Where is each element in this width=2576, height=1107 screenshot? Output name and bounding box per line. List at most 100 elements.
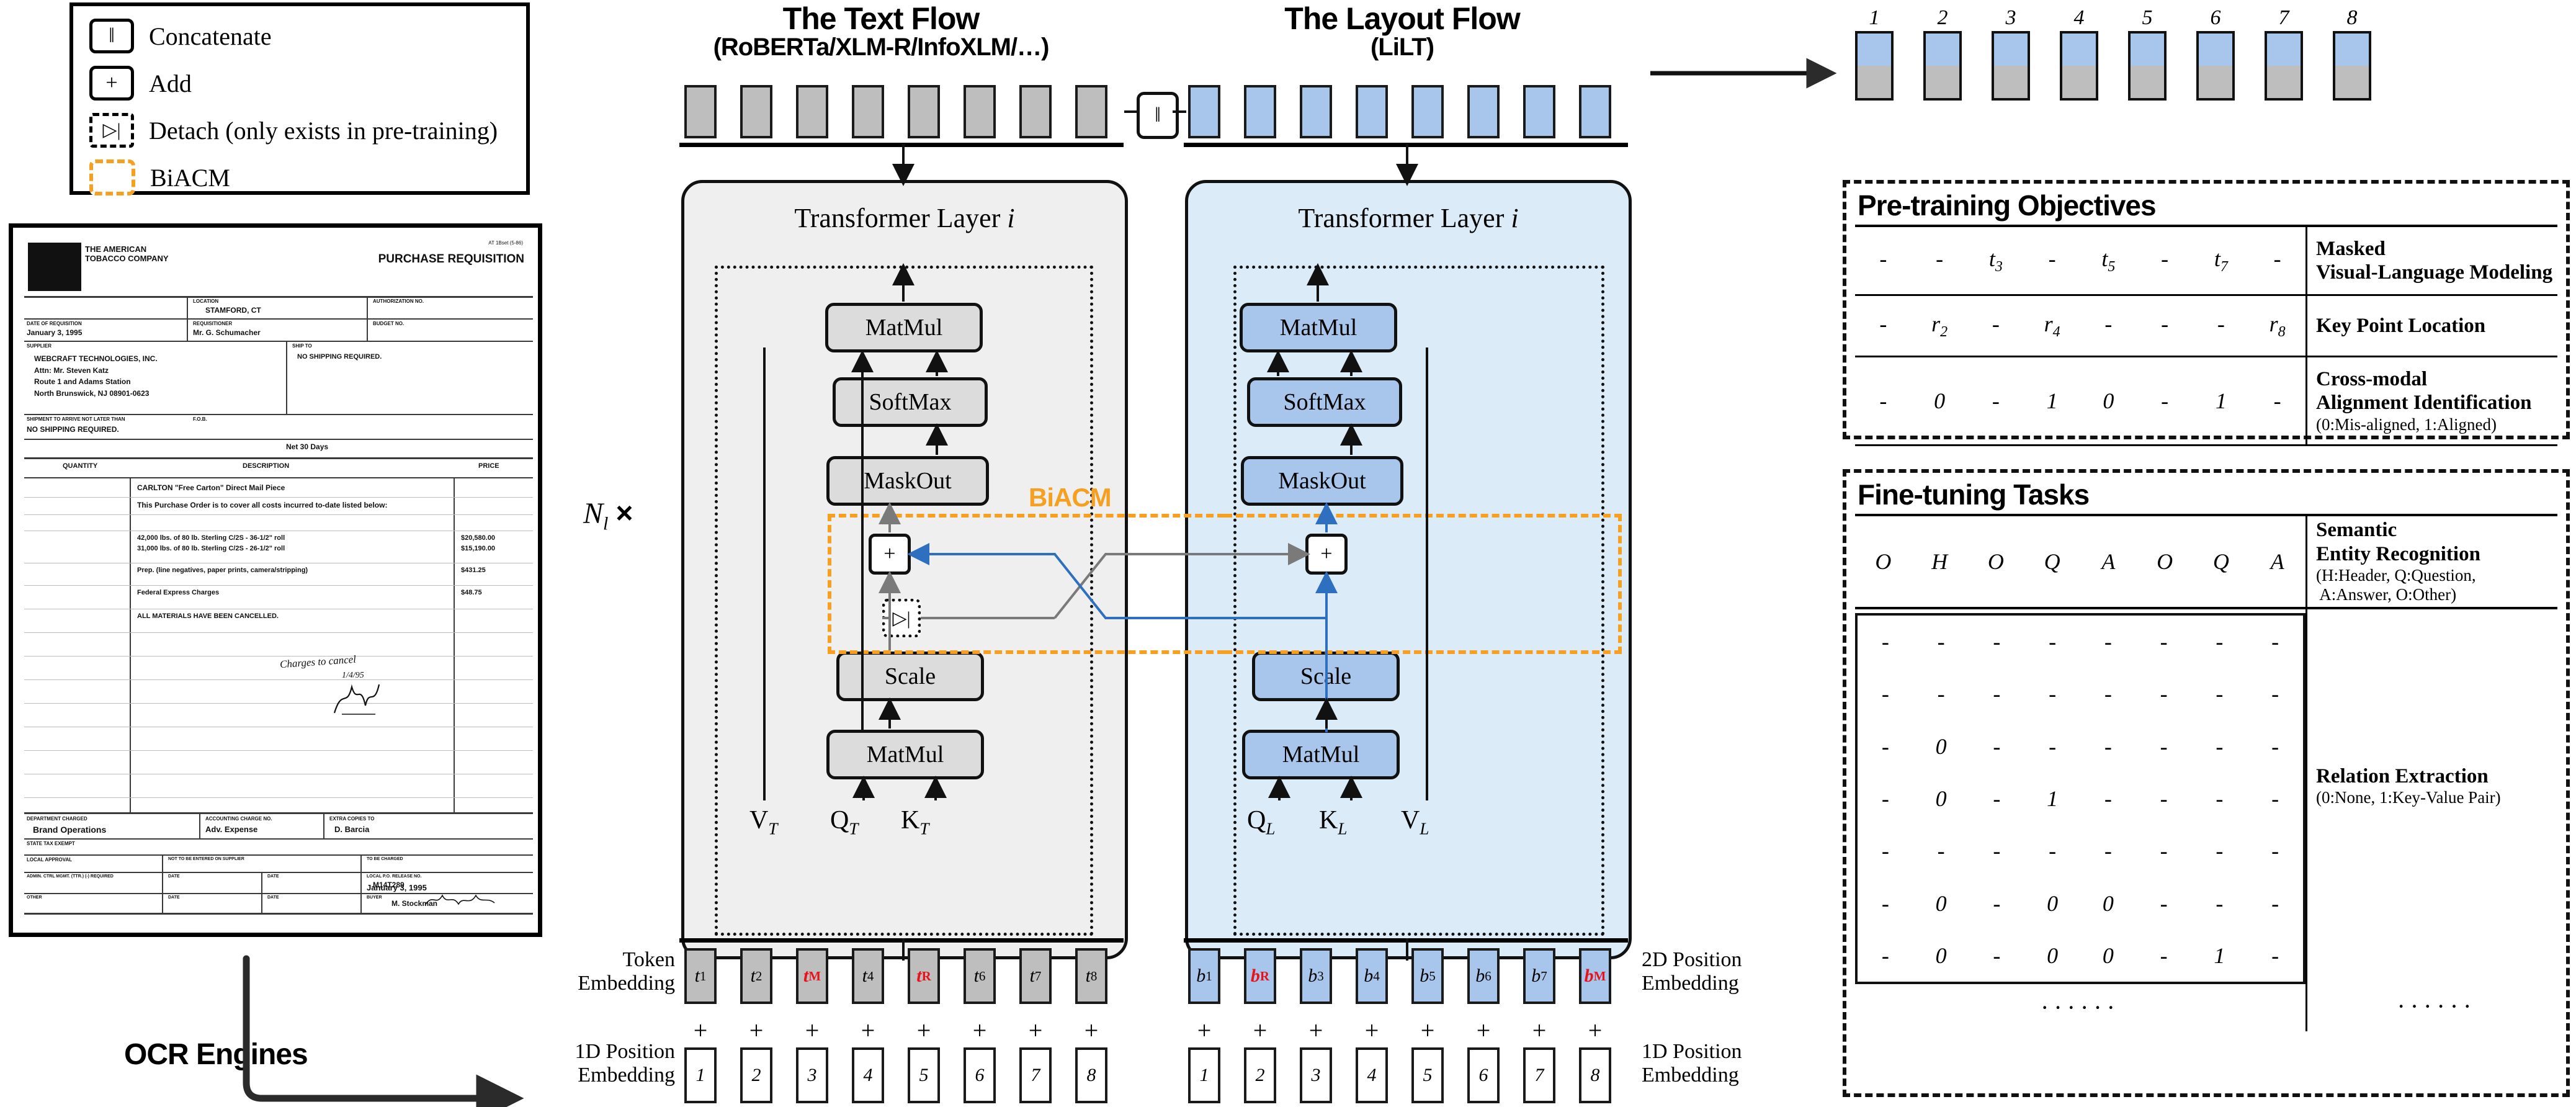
output-index-label: 1	[1869, 6, 1880, 29]
doc-footer-label: NOT TO BE ENTERED ON SUPPLIER	[168, 857, 244, 861]
flow-output-bar	[684, 85, 717, 138]
text-layer-title-text: Transformer Layer	[794, 203, 1008, 233]
position-index: 3	[807, 1065, 817, 1085]
output-bar-bottom	[2060, 66, 2098, 101]
legend-label-concatenate: Concatenate	[149, 22, 272, 50]
output-bar-top	[2128, 31, 2167, 66]
pretraining-title: Pre-training Objectives	[1858, 189, 2157, 222]
output-index-label: 4	[2073, 6, 2085, 29]
re-matrix-cell: -	[2049, 681, 2057, 707]
re-matrix-cell: -	[2216, 733, 2224, 759]
legend-item-biacm: BiACM	[89, 156, 526, 199]
pretraining-cell: 0	[1934, 388, 1946, 413]
output-bar: 5	[2128, 6, 2167, 101]
position-index: 3	[1311, 1065, 1321, 1085]
pretraining-cell: -	[2161, 246, 2169, 271]
layout-maskout: MaskOut	[1241, 456, 1403, 506]
layer-index-i: i	[1511, 203, 1519, 233]
pretraining-cell: -	[1879, 311, 1887, 336]
pretraining-cells: --t3-t5-t7-	[1855, 246, 2305, 276]
doc-footer-label: ACCOUNTING CHARGE NO.	[205, 816, 272, 822]
re-matrix-cell: -	[2160, 786, 2168, 811]
doc-footer-label: EXTRA COPIES TO	[329, 816, 375, 822]
re-matrix-cell: 0	[2047, 890, 2059, 916]
doc-field-label: BUDGET NO.	[373, 321, 405, 326]
plus-icon: +	[1364, 1016, 1379, 1044]
re-matrix-cell: -	[2271, 681, 2279, 707]
doc-row-desc: This Purchase Order is to cover all cost…	[137, 501, 388, 509]
re-description: Relation Extraction (0:None, 1:Key-Value…	[2305, 609, 2557, 1031]
layout-input-V: VL	[1401, 806, 1429, 838]
doc-field-label: SHIP TO	[292, 343, 312, 349]
concatenate-icon: ‖	[89, 19, 134, 53]
output-index-label: 8	[2346, 6, 2358, 29]
ser-note: (H:Header, Q:Question, A:Answer, O:Other…	[2316, 565, 2476, 604]
re-matrix-row: --------	[1858, 681, 2303, 707]
pos1d-right-label: 1D Position Embedding	[1642, 1040, 1742, 1087]
re-matrix: -----------------0-------0-1------------…	[1855, 613, 2305, 984]
re-matrix-cell: 0	[1935, 786, 1947, 811]
output-bar: 7	[2265, 6, 2303, 101]
pretraining-cell: -	[2161, 388, 2169, 413]
flow-output-bar	[1523, 85, 1555, 138]
pretraining-objective-note: (0:Mis-aligned, 1:Aligned)	[2316, 415, 2497, 434]
re-matrix-cell: 1	[2214, 943, 2225, 968]
doc-field-label: AUTHORIZATION NO.	[373, 298, 424, 304]
pretraining-cell: -	[2273, 246, 2281, 271]
flow-output-bar	[1019, 85, 1052, 138]
doc-footer-label: TO BE CHARGED	[367, 857, 403, 861]
re-matrix-cell: -	[2216, 786, 2224, 811]
doc-row-desc: CARLTON "Free Carton" Direct Mail Piece	[137, 483, 285, 492]
finetuning-title: Fine-tuning Tasks	[1858, 478, 2090, 511]
doc-field-label: DATE OF REQUISITION	[27, 321, 82, 326]
pos1d-left-label: 1D Position Embedding	[575, 1040, 675, 1087]
doc-field-label: F.O.B.	[193, 416, 207, 422]
plus-icon: +	[1253, 1016, 1268, 1044]
re-matrix-row: --------	[1858, 838, 2303, 864]
legend-label-add: Add	[149, 69, 192, 97]
plus-icon: +	[1308, 1016, 1323, 1044]
doc-footer-label: DATE	[267, 874, 279, 879]
re-matrix-cell: -	[2216, 838, 2224, 864]
text-flow-subtitle: (RoBERTa/XLM-R/InfoXLM/…)	[713, 34, 1050, 61]
doc-logo	[28, 243, 81, 291]
output-bar-bottom	[2333, 66, 2371, 101]
re-matrix-cell: -	[2271, 786, 2279, 811]
re-matrix-cell: -	[1937, 838, 1945, 864]
layout-flow-output-underline	[1184, 143, 1628, 147]
flow-output-bar	[1300, 85, 1332, 138]
re-title: Relation Extraction	[2316, 765, 2489, 787]
position-embedding-bar: 6	[1467, 1047, 1500, 1103]
doc-top-right-code: AT 1Bset (5-86)	[488, 240, 523, 246]
position-index: 7	[1534, 1065, 1544, 1085]
doc-row-price: $20,580.00 $15,190.00	[461, 534, 496, 553]
doc-supplier-value: WEBCRAFT TECHNOLOGIES, INC. Attn: Mr. St…	[34, 354, 158, 398]
pretraining-row: --t3-t5-t7-Masked Visual-Language Modeli…	[1855, 227, 2557, 294]
text-layer-title: Transformer Layer i	[681, 202, 1128, 234]
text-input-underline	[679, 938, 1124, 943]
doc-footer-value: D. Barcia	[334, 825, 370, 834]
legend-item-concatenate: ‖ Concatenate	[89, 15, 526, 57]
text-scale: Scale	[836, 652, 984, 701]
pretraining-description: Cross-modal Alignment Identification(0:M…	[2305, 357, 2557, 444]
layout-flow-subtitle: (LiLT)	[1370, 34, 1434, 61]
position-embedding-bar: 1	[1188, 1047, 1220, 1103]
pretraining-cell: -	[1879, 246, 1887, 271]
re-matrix-cell: -	[1993, 681, 2001, 707]
plus-icon: +	[1084, 1016, 1099, 1044]
pretraining-cell: t5	[2101, 246, 2116, 276]
re-matrix-cell: 0	[2102, 943, 2114, 968]
re-matrix-cell: -	[2271, 943, 2279, 968]
position-embedding-bar: 5	[1411, 1047, 1444, 1103]
flow-output-bar	[1467, 85, 1500, 138]
